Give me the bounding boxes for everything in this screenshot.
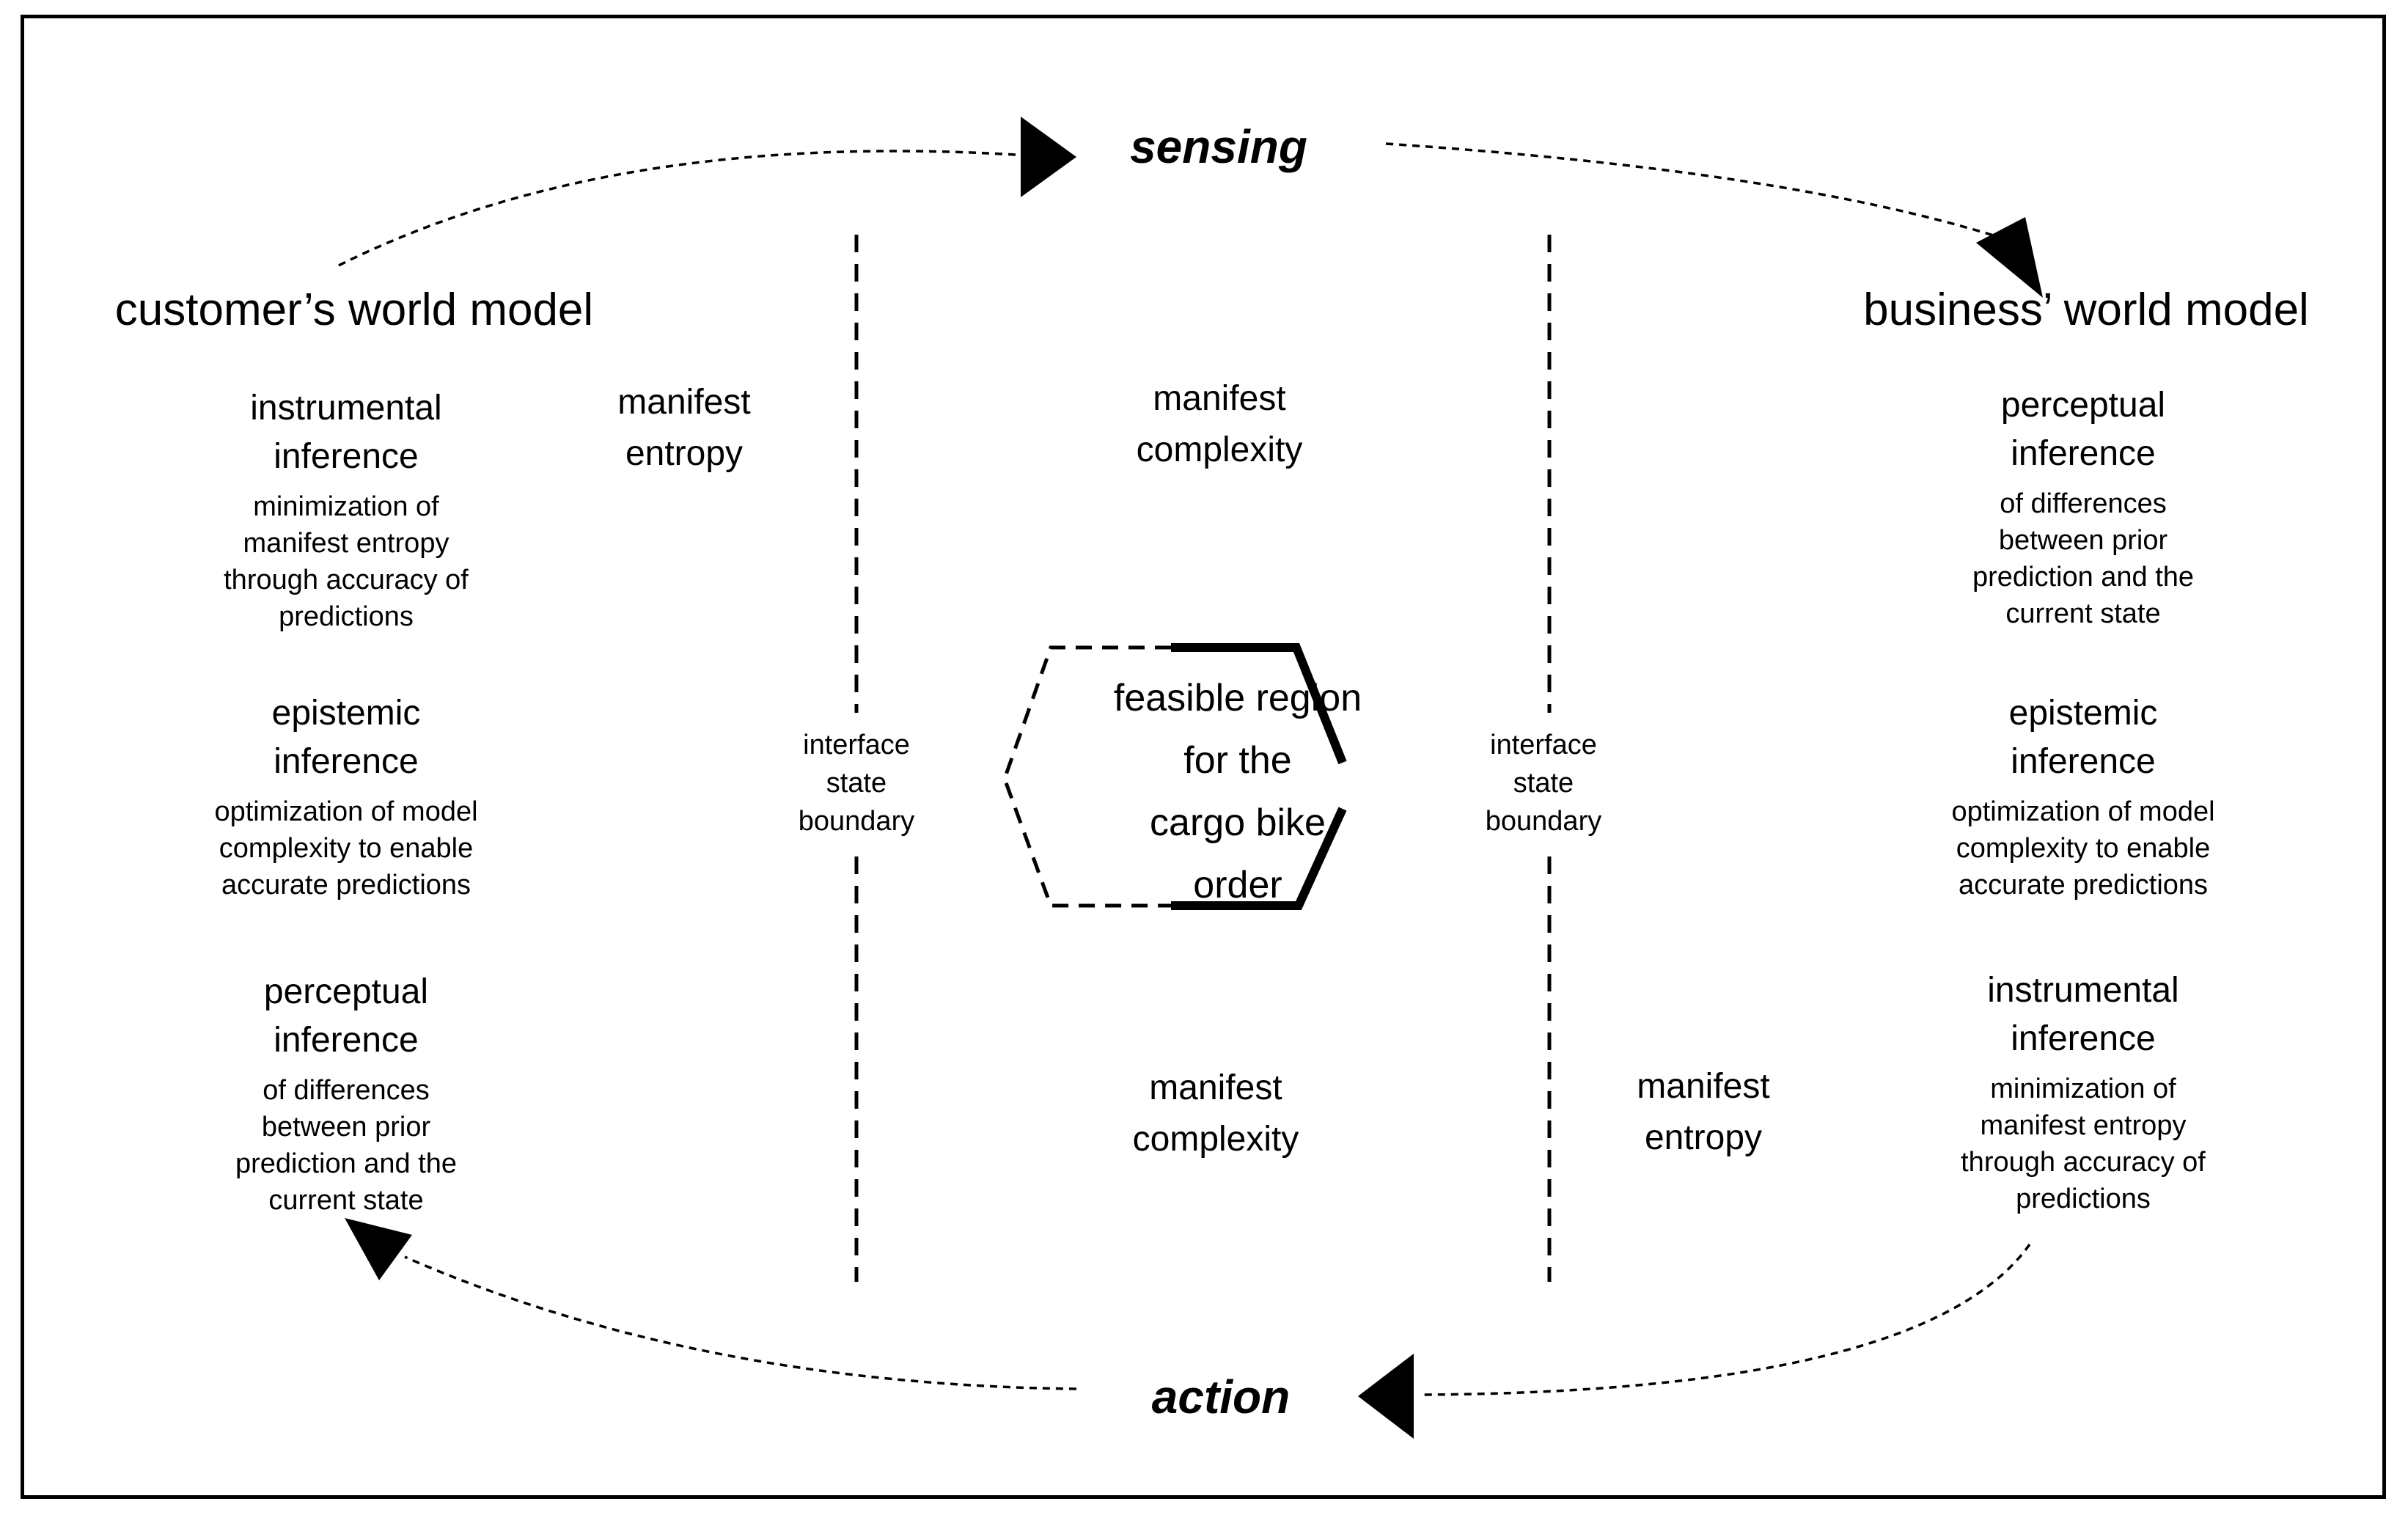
action-label: action	[1151, 1371, 1291, 1423]
feasible-region-outline-solid-bottom	[1171, 807, 1347, 910]
customer-epistemic-detail: optimization of model complexity to enab…	[214, 796, 478, 900]
sensing-curve-left	[338, 150, 1016, 267]
customer-world-model-title: customer’s world model	[114, 285, 594, 335]
manifest-complexity-top-label: manifest complexity	[1136, 379, 1303, 469]
customer-instrumental-heading: instrumental inference	[250, 389, 442, 476]
customer-epistemic-inference-block: epistemic inference optimization of mode…	[214, 689, 477, 903]
business-perceptual-heading: perceptual inference	[2000, 386, 2166, 473]
feasible-region-outline-solid-top	[1171, 643, 1347, 765]
action-curve-left	[404, 1255, 1077, 1390]
sensing-curve-right	[1385, 142, 1997, 238]
customer-perceptual-detail: of differences between prior prediction …	[235, 1075, 458, 1216]
outer-border-frame	[21, 15, 2386, 1499]
business-instrumental-inference-block: instrumental inference minimization of m…	[1961, 966, 2206, 1217]
customer-perceptual-inference-block: perceptual inference of differences betw…	[235, 968, 457, 1219]
customer-instrumental-detail: minimization of manifest entropy through…	[224, 491, 469, 632]
business-epistemic-heading: epistemic inference	[2008, 694, 2158, 781]
customer-instrumental-inference-block: instrumental inference minimization of m…	[224, 384, 469, 635]
business-manifest-entropy-label: manifest entropy	[1637, 1067, 1770, 1157]
feasible-region-outline-dashed	[1002, 645, 1171, 908]
left-interface-boundary-label: interface state boundary	[790, 726, 922, 840]
action-arrow-icon	[1358, 1354, 1414, 1439]
right-interface-boundary-label: interface state boundary	[1478, 726, 1609, 840]
business-perceptual-inference-block: perceptual inference of differences betw…	[1972, 381, 2194, 632]
sensing-label: sensing	[1130, 120, 1307, 173]
business-epistemic-detail: optimization of model complexity to enab…	[1951, 796, 2215, 900]
business-world-model-title: business’ world model	[1863, 285, 2309, 335]
manifest-complexity-bottom-label: manifest complexity	[1132, 1068, 1299, 1159]
customer-epistemic-heading: epistemic inference	[271, 694, 421, 781]
business-epistemic-inference-block: epistemic inference optimization of mode…	[1951, 689, 2214, 903]
sensing-arrowhead-icon	[1976, 217, 2043, 298]
customer-perceptual-heading: perceptual inference	[263, 972, 429, 1060]
business-instrumental-heading: instrumental inference	[1987, 971, 2179, 1058]
action-arrowhead-icon	[345, 1218, 412, 1280]
customer-manifest-entropy-label: manifest entropy	[617, 383, 751, 473]
business-instrumental-detail: minimization of manifest entropy through…	[1961, 1074, 2206, 1214]
action-curve-right	[1420, 1243, 2031, 1396]
sensing-arrow-icon	[1021, 117, 1076, 197]
business-perceptual-detail: of differences between prior prediction …	[1972, 488, 2195, 629]
feasible-region-label: feasible region for the cargo bike order	[1113, 677, 1362, 906]
